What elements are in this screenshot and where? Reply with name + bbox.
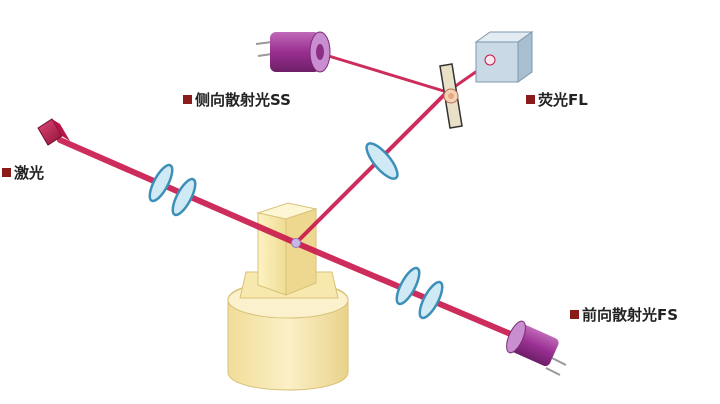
label-marker	[526, 95, 535, 104]
label-marker	[2, 168, 11, 177]
side-scatter-detector-icon	[255, 31, 331, 73]
forward-scatter-label-text: 前向散射光FS	[582, 306, 679, 324]
fluorescence-label-text: 荧光FL	[538, 91, 588, 109]
laser-source-icon	[37, 118, 70, 146]
forward-scatter-label: 前向散射光FS	[570, 304, 678, 325]
dichroic-mirror	[439, 63, 463, 129]
laser-label: 激光	[2, 162, 44, 183]
side-scatter-lens	[365, 142, 399, 180]
forward-scatter-detector-icon	[506, 320, 567, 376]
side-scatter-beam	[294, 90, 449, 245]
side-scatter-label: 侧向散射光SS	[183, 89, 291, 110]
interrogation-point	[291, 238, 301, 248]
laser-label-text: 激光	[14, 164, 45, 182]
forward-scatter-lens-pair	[395, 266, 444, 320]
fluorescence-detector-icon	[474, 31, 534, 83]
side-scatter-label-text: 侧向散射光SS	[195, 91, 291, 109]
side-detector-beam	[320, 52, 449, 94]
label-marker	[570, 310, 579, 319]
flow-cell	[227, 202, 349, 391]
laser-lens-pair	[148, 163, 197, 217]
fluorescence-label: 荧光FL	[526, 89, 588, 110]
label-marker	[183, 95, 192, 104]
